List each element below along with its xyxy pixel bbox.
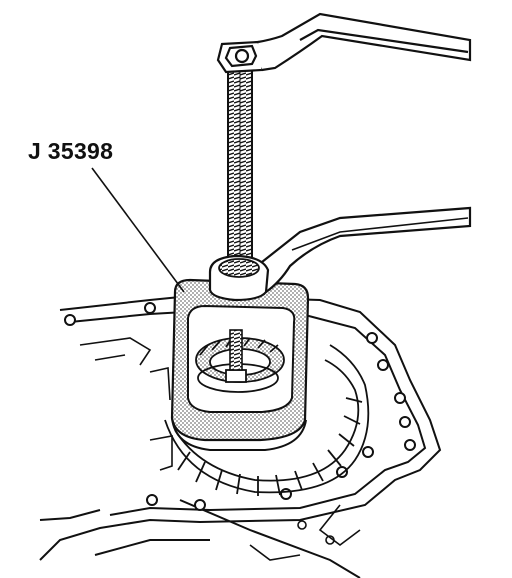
case-details xyxy=(79,337,361,561)
forcing-screw xyxy=(227,69,253,271)
upper-wrench xyxy=(257,12,472,72)
callout-leader-line xyxy=(91,167,185,293)
lower-wrench xyxy=(208,206,472,302)
ring-gear-area xyxy=(164,344,370,496)
case-bolt-holes xyxy=(64,302,416,511)
bearing-gear xyxy=(195,329,285,393)
tool-callout-label: J 35398 xyxy=(28,138,114,164)
